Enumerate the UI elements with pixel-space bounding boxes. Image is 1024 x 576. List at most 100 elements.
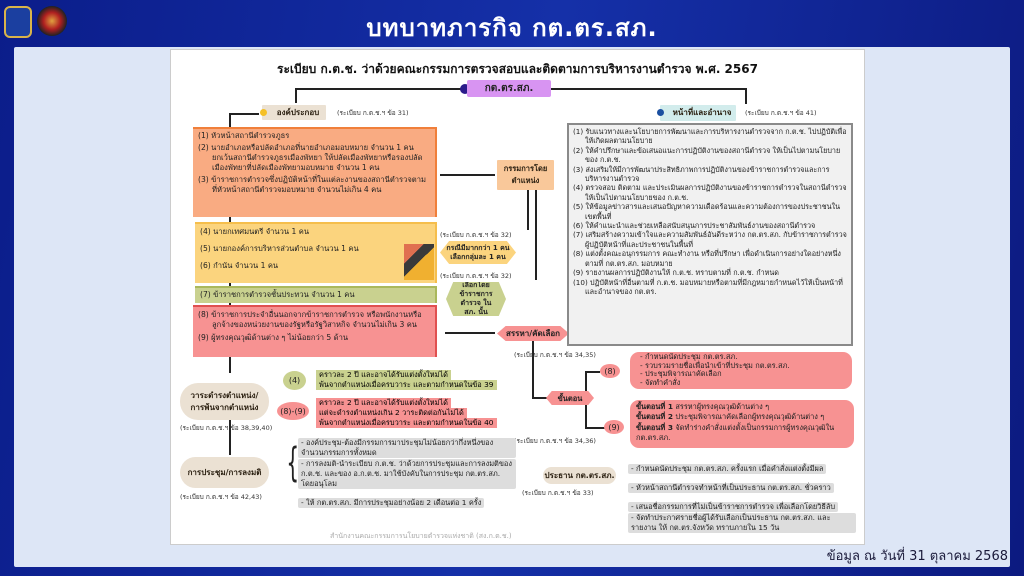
chair-item: - เสนอชื่อกรรมการที่ไม่เป็นข้าราชการตำรว…: [628, 502, 839, 512]
duty-item: (5) ให้ข้อมูลข่าวสารและเสนอปัญหาความเดือ…: [573, 202, 841, 221]
step-item: - จัดทำคำสั่ง: [640, 377, 681, 387]
step-item: ขั้นตอนที่ 1 สรรหาผู้ทรงคุณวุฒิด้านต่าง …: [636, 402, 848, 412]
select-group-ref: (ระเบียบ ก.ต.ช.ฯ ข้อ 32): [440, 231, 512, 239]
connector: [535, 190, 537, 280]
composition-group-4: (8) ข้าราชการประจำอื่นนอกจากข้าราชการตำร…: [193, 305, 437, 357]
composition-group-2: (4) นายกเทศมนตรี จำนวน 1 คน (5) นายกองค์…: [195, 222, 437, 283]
meeting-item: - ให้ กต.ตร.สภ. มีการประชุมอย่างน้อย 2 เ…: [298, 498, 485, 508]
duty-item: (9) รายงานผลการปฏิบัติงานให้ ก.ต.ช. ทราบ…: [573, 268, 779, 278]
step-tag-8: (8): [600, 364, 620, 378]
ex-officio-node: กรรมการโดยตำแหน่ง: [497, 160, 554, 190]
term-node: วาระดำรงตำแหน่ง/การพ้นจากตำแหน่ง: [180, 383, 269, 420]
term-line: พ้นจากตำแหน่งเมื่อครบวาระ และตามกำหนดในข…: [316, 418, 497, 428]
date-note: ข้อมูล ณ วันที่ 31 ตุลาคม 2568: [826, 549, 1008, 564]
select-group-node: กรณีมีมากกว่า 1 คน เลือกกลุ่มละ 1 คน: [440, 241, 516, 264]
member-item: (8) ข้าราชการประจำอื่นนอกจากข้าราชการตำร…: [198, 310, 422, 329]
term-4-text: คราวละ 2 ปี และอาจได้รับแต่งตั้งใหม่ได้พ…: [316, 370, 531, 390]
step-text: จัดทำร่างคำสั่งแต่งตั้งเป็นกรรมการผู้ทรง…: [636, 422, 835, 443]
chair-ref: (ระเบียบ ก.ต.ช.ฯ ข้อ 33): [522, 489, 594, 497]
connector: [295, 88, 297, 103]
chair-item: - หัวหน้าสถานีตำรวจทำหน้าที่เป็นประธาน ก…: [628, 483, 834, 493]
meeting-item-row: - การลงมติ-นำระเบียบ ก.ต.ช. ว่าด้วยการปร…: [298, 459, 516, 490]
composition-label: องค์ประกอบ: [262, 105, 326, 120]
duty-item: (3) ส่งเสริมให้มีการพัฒนาประสิทธิภาพการป…: [573, 164, 830, 184]
connector: [527, 190, 529, 230]
duties-ref: (ระเบียบ ก.ต.ช.ฯ ข้อ 41): [745, 109, 817, 117]
bullet-icon: [260, 109, 267, 116]
duty-item: (1) รับแนวทางและนโยบายการพัฒนาและการบริห…: [573, 127, 847, 146]
puzzle-illustration: [404, 244, 434, 280]
committee-seal: [37, 6, 67, 36]
term-ref: (ระเบียบ ก.ต.ช.ฯ ข้อ 38,39,40): [180, 424, 273, 432]
duty-item: (4) ตรวจสอบ ติดตาม และประเมินผลการปฏิบัต…: [573, 183, 847, 202]
term-8-9-text: คราวละ 2 ปี และอาจได้รับแต่งตั้งใหม่ได้แ…: [316, 398, 531, 428]
term-tag-4: (4): [283, 371, 306, 390]
root-node: กต.ตร.สภ.: [467, 80, 551, 97]
meeting-item-row: - ให้ กต.ตร.สภ. มีการประชุมอย่างน้อย 2 เ…: [298, 490, 516, 509]
footer-credit: สำนักงานคณะกรรมการนโยบายตำรวจแห่งชาติ (ส…: [330, 532, 512, 540]
chair-node: ประธาน กต.ตร.สภ.: [543, 467, 616, 484]
page-title: บทบาทภารกิจ กต.ตร.สภ.: [366, 14, 658, 42]
bullet-icon: [657, 109, 664, 116]
chair-item-row: - หัวหน้าสถานีตำรวจทำหน้าที่เป็นประธาน ก…: [628, 475, 856, 494]
step-tag-9: (9): [604, 420, 624, 434]
composition-group-1: (1) หัวหน้าสถานีตำรวจภูธร (2) นายอำเภอหร…: [193, 127, 437, 217]
meeting-ref: (ระเบียบ ก.ต.ช.ฯ ข้อ 42,43): [180, 493, 262, 501]
member-item: (4) นายกเทศมนตรี จำนวน 1 คน: [200, 227, 310, 236]
step-text: สรรหาผู้ทรงคุณวุฒิด้านต่าง ๆ: [672, 402, 770, 411]
meeting-item-row: - องค์ประชุม-ต้องมีกรรมการมาประชุมไม่น้อ…: [298, 438, 516, 459]
chair-item: - จัดทำประกาศรายชื่อผู้ได้รับเลือกเป็นปร…: [628, 513, 856, 533]
term-line: พ้นจากตำแหน่งเมื่อครบวาระ และตามกำหนดในข…: [316, 380, 497, 390]
step-item: - กำหนดนัดประชุม กต.ตร.สภ.: [640, 352, 738, 361]
member-item: (9) ผู้ทรงคุณวุฒิด้านต่าง ๆ ไม่น้อยกว่า …: [198, 333, 349, 342]
connector: [532, 397, 548, 399]
member-item: (3) ข้าราชการตำรวจซึ่งปฏิบัติหน้าที่ในแต…: [198, 175, 427, 194]
member-item: (2) นายอำเภอหรือปลัดอำเภอที่นายอำเภอมอบห…: [198, 143, 423, 172]
chair-item-row: - จัดทำประกาศรายชื่อผู้ได้รับเลือกเป็นปร…: [628, 513, 856, 534]
composition-ref: (ระเบียบ ก.ต.ช.ฯ ข้อ 31): [337, 109, 409, 117]
connector: [585, 427, 605, 429]
duties-label: หน้าที่และอำนาจ: [660, 105, 736, 121]
police-logo: [4, 6, 32, 38]
select-police-node: เลือกโดย ข้าราชการตำรวจ ใน สภ. นั้น: [446, 282, 506, 316]
connector: [532, 341, 534, 398]
duty-item: (8) แต่งตั้งคณะอนุกรรมการ คณะทำงาน หรือท…: [573, 249, 841, 268]
member-item: (1) หัวหน้าสถานีตำรวจภูธร: [198, 131, 290, 140]
connector: [295, 88, 465, 90]
steps-8-box: - กำหนดนัดประชุม กต.ตร.สภ.- รวบรวมรายชื่…: [630, 352, 852, 389]
meeting-item: - การลงมติ-นำระเบียบ ก.ต.ช. ว่าด้วยการปร…: [298, 459, 516, 489]
term-line: แต่จะดำรงตำแหน่งเกิน 2 วาระติดต่อกันไม่ไ…: [316, 408, 467, 418]
connector: [229, 113, 259, 115]
step-number: ขั้นตอนที่ 1: [636, 402, 673, 411]
chair-item-row: - กำหนดนัดประชุม กต.ตร.สภ. ครั้งแรก เมื่…: [628, 456, 856, 475]
meeting-node: การประชุม/การลงมติ: [180, 457, 269, 488]
duty-item: (7) เสริมสร้างความเข้าใจและความสัมพันธ์อ…: [573, 230, 847, 249]
step-number: ขั้นตอนที่ 2: [636, 412, 673, 422]
select-police-ref: (ระเบียบ ก.ต.ช.ฯ ข้อ 32): [440, 272, 512, 280]
connector: [445, 332, 495, 334]
brace-icon: {: [286, 440, 300, 486]
term-tag-8-9: (8)-(9): [277, 402, 309, 420]
term-line: คราวละ 2 ปี และอาจได้รับแต่งตั้งใหม่ได้: [316, 370, 451, 380]
connector: [229, 420, 231, 455]
step-text: ประชุมพิจารณาคัดเลือกผู้ทรงคุณวุฒิด้านต่…: [672, 412, 825, 422]
duties-list: (1) รับแนวทางและนโยบายการพัฒนาและการบริห…: [567, 123, 853, 346]
term-line: คราวละ 2 ปี และอาจได้รับแต่งตั้งใหม่ได้: [316, 398, 451, 408]
step-item: ขั้นตอนที่ 2 ประชุมพิจารณาคัดเลือกผู้ทรง…: [636, 412, 848, 422]
connector: [585, 371, 600, 373]
meeting-list: - องค์ประชุม-ต้องมีกรรมการมาประชุมไม่น้อ…: [298, 438, 516, 509]
connector: [550, 88, 746, 90]
composition-group-3: (7) ข้าราชการตำรวจชั้นประทวน จำนวน 1 คน: [195, 286, 437, 303]
step-number: ขั้นตอนที่ 3: [636, 422, 673, 432]
root-dot: [460, 84, 470, 94]
chair-list: - กำหนดนัดประชุม กต.ตร.สภ. ครั้งแรก เมื่…: [628, 456, 856, 534]
member-item: (5) นายกองค์การบริหารส่วนตำบล จำนวน 1 คน: [200, 244, 359, 253]
member-item: (6) กำนัน จำนวน 1 คน: [200, 261, 279, 270]
steps-ref-9: (ระเบียบ ก.ต.ช.ฯ ข้อ 34,36): [514, 437, 596, 445]
step-item: - รวบรวมรายชื่อเพื่อนำเข้าที่ประชุม กต.ต…: [640, 360, 790, 370]
meeting-item: - องค์ประชุม-ต้องมีกรรมการมาประชุมไม่น้อ…: [298, 438, 516, 458]
step-item: - ประชุมพิจารณาคัดเลือก: [640, 369, 722, 379]
connector: [745, 88, 747, 104]
connector: [440, 174, 495, 176]
chair-item: - กำหนดนัดประชุม กต.ตร.สภ. ครั้งแรก เมื่…: [628, 464, 827, 474]
